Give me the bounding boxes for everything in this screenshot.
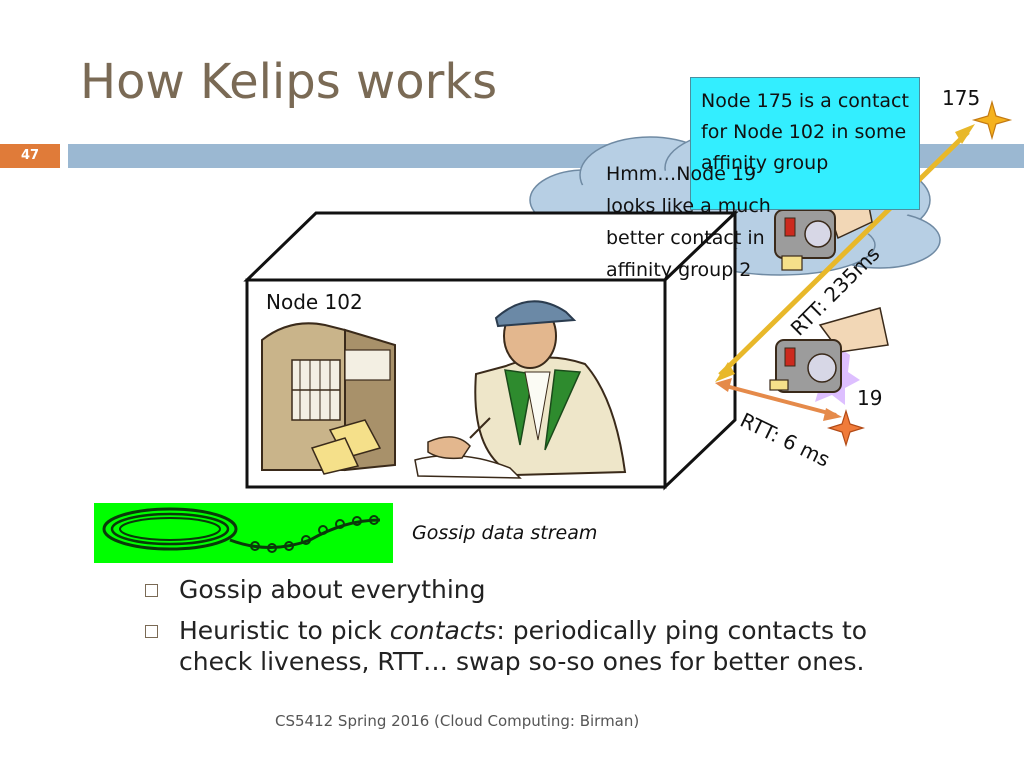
- bullet-box-icon: [145, 625, 158, 638]
- rtt-far-arrowhead-start: [715, 362, 735, 382]
- rtt-near-label: RTT: 6 ms: [736, 408, 833, 472]
- thought-cloud-text: Hmm…Node 19 looks like a much better con…: [606, 163, 771, 281]
- rtt-near-arrowhead-start: [715, 378, 732, 392]
- node-102-label: Node 102: [266, 290, 363, 314]
- bullet-text-emphasis: contacts: [389, 616, 497, 645]
- node-19-label: 19: [857, 386, 883, 410]
- person-writing-illustration: [414, 300, 627, 479]
- rtt-near-arrowhead-end: [823, 408, 842, 421]
- bullet-text: Gossip about everything: [179, 575, 486, 604]
- gossip-stream-graphic: [94, 503, 393, 563]
- slide-number: 47: [0, 144, 60, 168]
- bullet-text-post: : periodically ping contacts to check li…: [179, 616, 868, 676]
- slide-footer: CS5412 Spring 2016 (Cloud Computing: Bir…: [275, 712, 640, 730]
- contact-callout: Node 175 is a contact for Node 102 in so…: [690, 77, 920, 210]
- bullet-box-icon: [145, 584, 158, 597]
- bullet-text-pre: Heuristic to pick: [179, 616, 390, 645]
- node-175-label: 175: [942, 86, 981, 110]
- rtt-far-link: [718, 130, 970, 377]
- bullet-item: Gossip about everything: [145, 574, 945, 605]
- rtt-far-arrowhead-end: [955, 124, 975, 144]
- slide-title: How Kelips works: [80, 54, 498, 110]
- node-175-star-icon: [971, 99, 1013, 141]
- rtt-near-link: [721, 383, 837, 417]
- bullet-item: Heuristic to pick contacts: periodically…: [145, 615, 945, 677]
- tape-measure-bottom-icon: [769, 307, 889, 405]
- node-19-star-icon: [826, 408, 866, 448]
- gossip-stream-caption: Gossip data stream: [412, 522, 598, 544]
- filing-cabinet-illustration: [261, 322, 396, 475]
- bullet-list: Gossip about everything Heuristic to pic…: [145, 574, 945, 687]
